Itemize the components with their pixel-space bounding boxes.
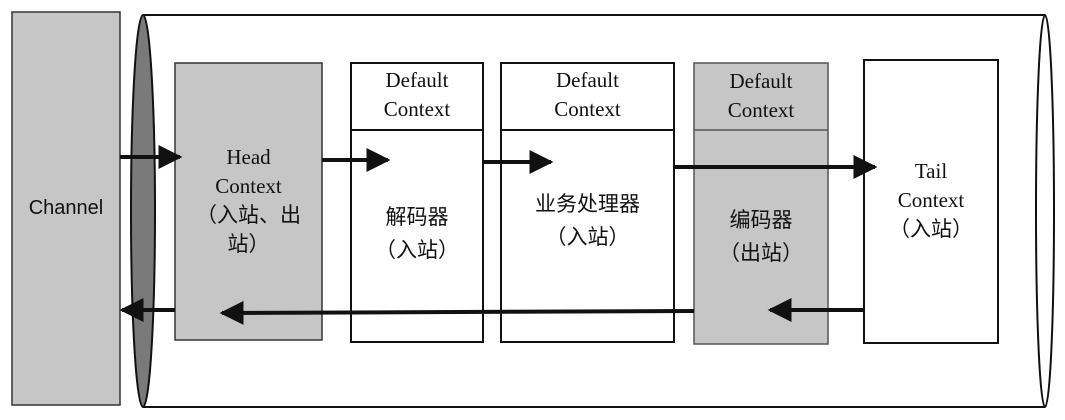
channel-label: Channel xyxy=(12,194,120,223)
encoder-label: 编码器 （出站） xyxy=(694,206,828,268)
channel-box xyxy=(11,11,121,406)
decoder-box xyxy=(350,62,484,343)
tail-context-line3: （入站） xyxy=(889,217,973,241)
tail-context-box xyxy=(863,59,999,344)
head-context-line1: Head xyxy=(226,145,271,169)
business-header-line2: Context xyxy=(554,97,621,121)
head-context-line3: （入站、出 xyxy=(196,203,301,227)
business-handler-box xyxy=(500,62,675,343)
pipeline-tube xyxy=(143,14,1045,408)
head-context-label: Head Context （入站、出 站） xyxy=(175,143,322,259)
pipeline-right-cap xyxy=(1035,14,1055,408)
pipeline-left-cap xyxy=(130,14,156,408)
encoder-header: Default Context xyxy=(694,67,828,125)
business-handler-label: 业务处理器 （入站） xyxy=(501,190,674,252)
business-line2: （入站） xyxy=(545,225,630,249)
encoder-header-line1: Default xyxy=(729,69,793,93)
encoder-line1: 编码器 xyxy=(729,208,793,232)
tail-context-label: Tail Context （入站） xyxy=(864,157,998,244)
decoder-label: 解码器 （入站） xyxy=(351,203,483,265)
decoder-header-line2: Context xyxy=(383,97,451,121)
encoder-box xyxy=(693,62,829,345)
head-context-line2: Context xyxy=(215,174,282,198)
encoder-line2: （出站） xyxy=(719,241,803,265)
decoder-line2: （入站） xyxy=(375,238,459,262)
decoder-header-line1: Default xyxy=(385,68,449,92)
business-handler-header: Default Context xyxy=(501,66,674,124)
business-header-line1: Default xyxy=(556,68,619,92)
head-context-box xyxy=(174,62,323,341)
tail-context-line1: Tail xyxy=(914,159,948,183)
channel-label-text: Channel xyxy=(28,197,104,219)
business-line1: 业务处理器 xyxy=(535,192,640,216)
outbound-arrow-2 xyxy=(219,300,695,325)
decoder-header: Default Context xyxy=(351,66,483,124)
tail-context-line2: Context xyxy=(897,188,965,212)
head-context-line4: 站） xyxy=(227,232,270,256)
encoder-header-line2: Context xyxy=(727,98,795,122)
decoder-line1: 解码器 xyxy=(385,205,449,229)
